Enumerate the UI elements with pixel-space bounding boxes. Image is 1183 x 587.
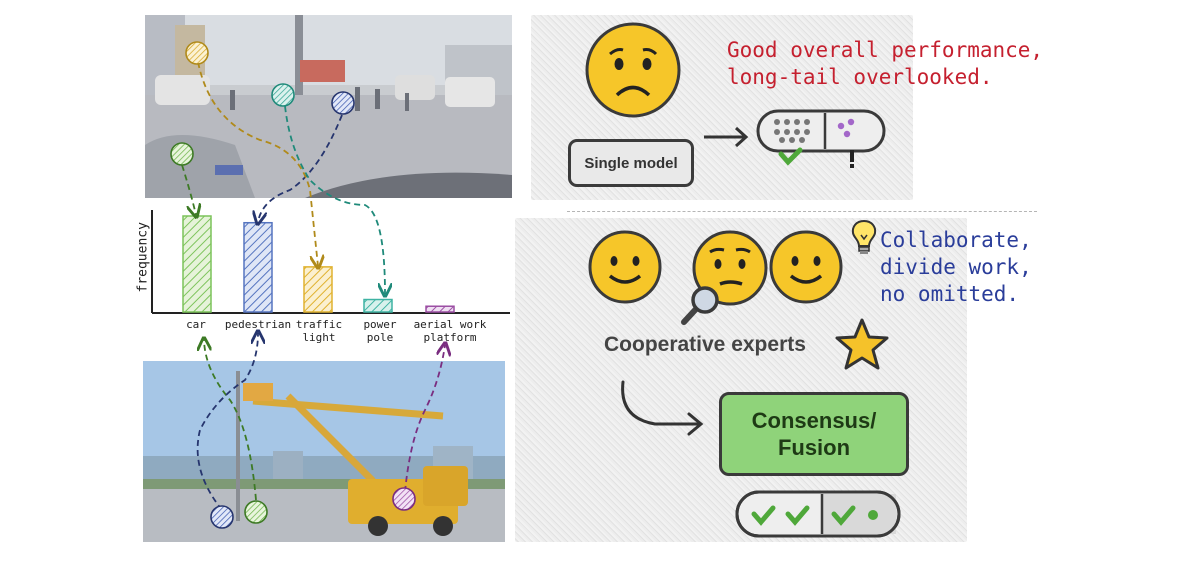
bar-car [182, 215, 212, 313]
chart-canvas [151, 210, 510, 314]
check-icon [778, 147, 803, 166]
cooperative-experts-label: Cooperative experts [604, 333, 806, 356]
smiley-face-icon-2 [769, 230, 843, 304]
consensus-fusion-box: Consensus/ Fusion [719, 392, 909, 476]
magnifier-icon [681, 286, 719, 325]
connector-aerial-platform [404, 345, 445, 493]
panel-divider [567, 211, 1037, 212]
connector-overlay [170, 41, 520, 529]
lightbulb-icon [851, 219, 877, 254]
curved-arrow-icon [621, 380, 704, 436]
marker-pedestrian-bottom [210, 505, 234, 529]
connector-power-pole [284, 105, 385, 294]
tick-label-car: car [186, 318, 206, 331]
result-pill-fusion [735, 490, 901, 538]
aerial-work-photo [143, 361, 505, 542]
bar-traffic-light [303, 266, 333, 313]
marker-car-bottom [244, 500, 268, 524]
marker-power-pole [271, 83, 295, 107]
marker-pedestrian-top [331, 91, 355, 115]
bottom-panel-message: Collaborate, divide work, no omitted. [880, 228, 1032, 306]
confused-face-icon [692, 230, 768, 306]
result-pill-single [756, 109, 886, 168]
single-model-box: Single model [568, 139, 694, 187]
bar-pedestrian [243, 221, 273, 313]
connector-car-bottom [204, 340, 257, 501]
exclamation-icon [850, 150, 854, 162]
consensus-fusion-label: Consensus/ Fusion [751, 408, 877, 460]
connector-traffic-light [197, 61, 318, 266]
marker-car-top [170, 142, 194, 166]
connector-pedestrian-top [258, 114, 343, 222]
tick-label-traffic-light: traffic light [295, 318, 343, 344]
frequency-chart: frequency [130, 205, 515, 345]
sad-face-icon [585, 22, 681, 118]
smiley-face-icon [588, 230, 662, 304]
star-icon [835, 318, 889, 370]
single-model-label: Single model [584, 154, 678, 172]
tick-label-pedestrian: pedestrian [224, 318, 292, 331]
street-photo [145, 15, 512, 198]
bar-aerial-work-platform [425, 305, 455, 313]
marker-aerial-platform [392, 487, 416, 511]
connector-pedestrian-bottom [196, 333, 258, 511]
bar-power-pole [363, 298, 393, 313]
top-panel-message: Good overall performance, long-tail over… [727, 38, 1044, 89]
arrow-right-icon [704, 126, 749, 148]
connector-car-top [181, 164, 196, 215]
marker-traffic-light [185, 41, 209, 65]
tick-label-power-pole: power pole [363, 318, 397, 344]
